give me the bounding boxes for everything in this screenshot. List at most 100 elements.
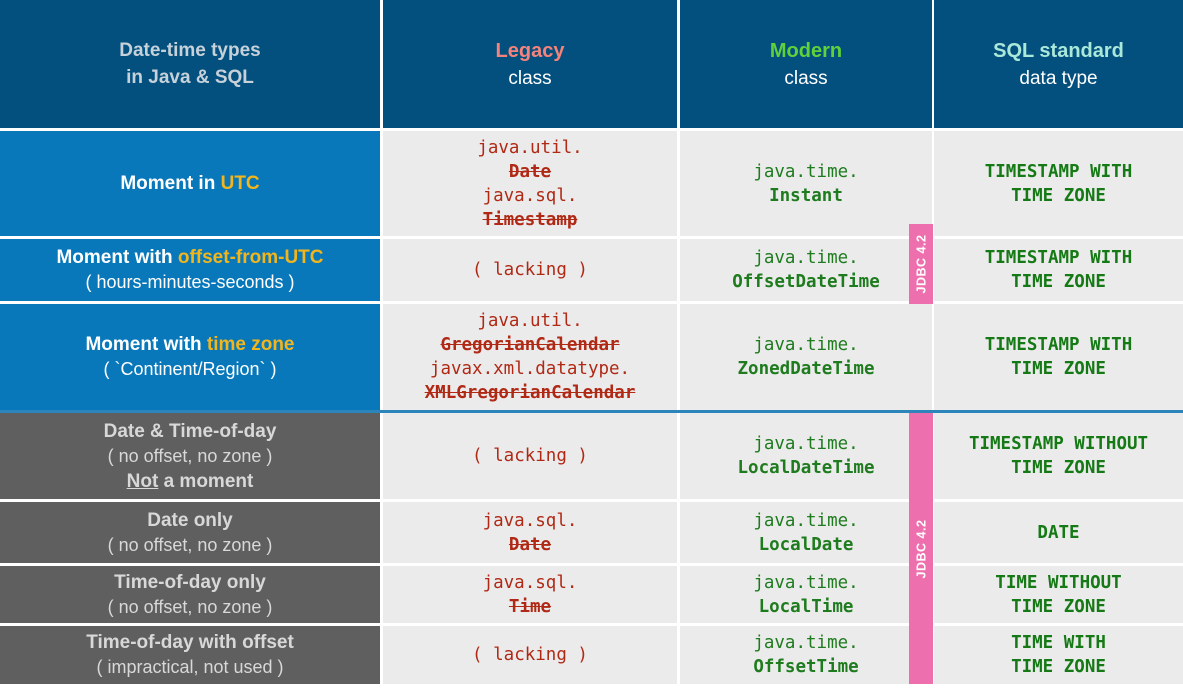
jdbc-badge-label: JDBC 4.2: [914, 519, 929, 578]
modern-cell-moment-offset: java.time. OffsetDateTime: [680, 239, 932, 301]
jdbc-badge-offset-row: JDBC 4.2: [909, 224, 933, 304]
sql-cell-moment-zone: TIMESTAMP WITH TIME ZONE: [934, 304, 1183, 410]
legacy-column-subtitle: class: [508, 67, 552, 89]
modern-package: java.time.: [753, 633, 859, 653]
row-label: Moment with time zone: [85, 334, 295, 355]
modern-class: LocalDateTime: [737, 458, 875, 478]
legacy-package: java.util.: [477, 311, 583, 331]
modern-cell-time-of-day-only: java.time. LocalTime: [680, 566, 932, 623]
modern-package: java.time.: [753, 161, 859, 182]
sql-type-line2: TIME ZONE: [1011, 359, 1106, 379]
legacy-cell-date-only: java.sql. Date: [383, 502, 677, 563]
legacy-cell-time-of-day-only: java.sql. Time: [383, 566, 677, 623]
row-sublabel: ( no offset, no zone ): [107, 596, 273, 617]
sql-type-line1: TIMESTAMP WITH: [984, 335, 1133, 355]
jdbc-badge-label: JDBC 4.2: [914, 234, 929, 294]
modern-cell-moment-utc: java.time. Instant: [680, 131, 932, 236]
sql-type-line2: TIME ZONE: [1011, 458, 1106, 478]
sql-type-line1: TIME WITH: [1011, 633, 1106, 653]
table-title-line2: in Java & SQL: [126, 67, 254, 88]
highlight-offset: offset-from-UTC: [177, 247, 324, 268]
modern-class: OffsetDateTime: [732, 272, 880, 292]
row-sublabel: ( no offset, no zone ): [107, 445, 273, 466]
legacy-cell-moment-utc: java.util. Date java.sql. Timestamp: [383, 131, 677, 236]
legacy-class-deprecated: XMLGregorianCalendar: [424, 383, 636, 403]
sql-type-line2: TIME ZONE: [1011, 596, 1106, 617]
modern-package: java.time.: [753, 248, 859, 268]
modern-column-subtitle: class: [784, 67, 828, 89]
modern-cell-moment-zone: java.time. ZonedDateTime: [680, 304, 932, 410]
row-sublabel: ( hours-minutes-seconds ): [85, 272, 295, 292]
modern-package: java.time.: [753, 434, 859, 454]
highlight-time-zone: time zone: [206, 334, 295, 355]
modern-cell-date-time-of-day: java.time. LocalDateTime: [680, 413, 932, 499]
row-note: Not a moment: [126, 470, 254, 492]
row-header-date-only: Date only ( no offset, no zone ): [0, 502, 380, 563]
modern-column-title: Modern: [769, 39, 843, 62]
not-underlined: Not: [126, 470, 159, 492]
column-header-modern: Modern class: [680, 0, 932, 128]
legacy-class-deprecated: Timestamp: [482, 209, 578, 230]
legacy-column-title: Legacy: [495, 39, 565, 62]
section-divider-line: [0, 410, 1183, 413]
sql-type-line1: TIMESTAMP WITH: [984, 248, 1133, 268]
sql-column-subtitle: data type: [1019, 67, 1098, 89]
row-label: Time-of-day only: [114, 571, 266, 593]
row-header-moment-zone: Moment with time zone ( `Continent/Regio…: [0, 304, 380, 410]
highlight-utc: UTC: [220, 173, 260, 194]
modern-class: LocalTime: [758, 596, 854, 617]
legacy-package: java.sql.: [482, 510, 578, 531]
modern-package: java.time.: [753, 510, 859, 531]
row-header-moment-utc: Moment in UTC: [0, 131, 380, 236]
legacy-package: java.sql.: [482, 572, 578, 593]
legacy-class-deprecated: GregorianCalendar: [440, 335, 620, 355]
sql-column-title: SQL standard: [993, 39, 1124, 62]
sql-type-line1: TIME WITHOUT: [995, 572, 1122, 593]
row-header-moment-offset: Moment with offset-from-UTC ( hours-minu…: [0, 239, 380, 301]
row-label: Moment with offset-from-UTC: [56, 247, 324, 268]
legacy-package: javax.xml.datatype.: [429, 359, 631, 379]
sql-cell-date-only: DATE: [934, 502, 1183, 563]
row-header-date-time-of-day: Date & Time-of-day ( no offset, no zone …: [0, 413, 380, 499]
sql-type-line1: TIMESTAMP WITHOUT: [968, 434, 1149, 454]
sql-type-line2: TIME ZONE: [1011, 185, 1106, 206]
row-sublabel: ( `Continent/Region` ): [103, 359, 277, 379]
row-sublabel: ( impractical, not used ): [96, 657, 284, 677]
legacy-cell-moment-zone: java.util. GregorianCalendar javax.xml.d…: [383, 304, 677, 410]
legacy-lacking: ( lacking ): [472, 645, 588, 665]
sql-type-line2: TIME ZONE: [1011, 272, 1106, 292]
modern-class: OffsetTime: [753, 657, 859, 677]
legacy-class-deprecated: Date: [508, 161, 552, 182]
modern-package: java.time.: [753, 335, 859, 355]
legacy-package: java.util.: [477, 137, 583, 158]
legacy-cell-date-time-of-day: ( lacking ): [383, 413, 677, 499]
row-header-time-of-day-only: Time-of-day only ( no offset, no zone ): [0, 566, 380, 623]
sql-cell-date-time-of-day: TIMESTAMP WITHOUT TIME ZONE: [934, 413, 1183, 499]
legacy-class-deprecated: Time: [508, 596, 552, 617]
row-label: Time-of-day with offset: [86, 632, 294, 653]
table-title-line1: Date-time types: [119, 40, 261, 61]
sql-cell-time-of-day-only: TIME WITHOUT TIME ZONE: [934, 566, 1183, 623]
row-label: Moment in UTC: [120, 173, 260, 194]
modern-package: java.time.: [753, 572, 859, 593]
row-label: Date only: [147, 509, 233, 531]
table-title-cell: Date-time types in Java & SQL: [0, 0, 380, 128]
column-header-sql: SQL standard data type: [934, 0, 1183, 128]
modern-cell-date-only: java.time. LocalDate: [680, 502, 932, 563]
legacy-cell-moment-offset: ( lacking ): [383, 239, 677, 301]
legacy-cell-time-of-day-offset: ( lacking ): [383, 626, 677, 684]
modern-class: ZonedDateTime: [737, 359, 875, 379]
legacy-lacking: ( lacking ): [472, 446, 588, 466]
sql-cell-time-of-day-offset: TIME WITH TIME ZONE: [934, 626, 1183, 684]
sql-cell-moment-utc: TIMESTAMP WITH TIME ZONE: [934, 131, 1183, 236]
sql-type-line1: DATE: [1037, 522, 1080, 543]
sql-type-line1: TIMESTAMP WITH: [984, 161, 1133, 182]
row-sublabel: ( no offset, no zone ): [107, 534, 273, 555]
column-header-legacy: Legacy class: [383, 0, 677, 128]
modern-class: Instant: [769, 185, 843, 206]
legacy-lacking: ( lacking ): [472, 260, 588, 280]
sql-type-line2: TIME ZONE: [1011, 657, 1106, 677]
jdbc-badge-local-section: JDBC 4.2: [909, 413, 933, 684]
sql-cell-moment-offset: TIMESTAMP WITH TIME ZONE: [934, 239, 1183, 301]
